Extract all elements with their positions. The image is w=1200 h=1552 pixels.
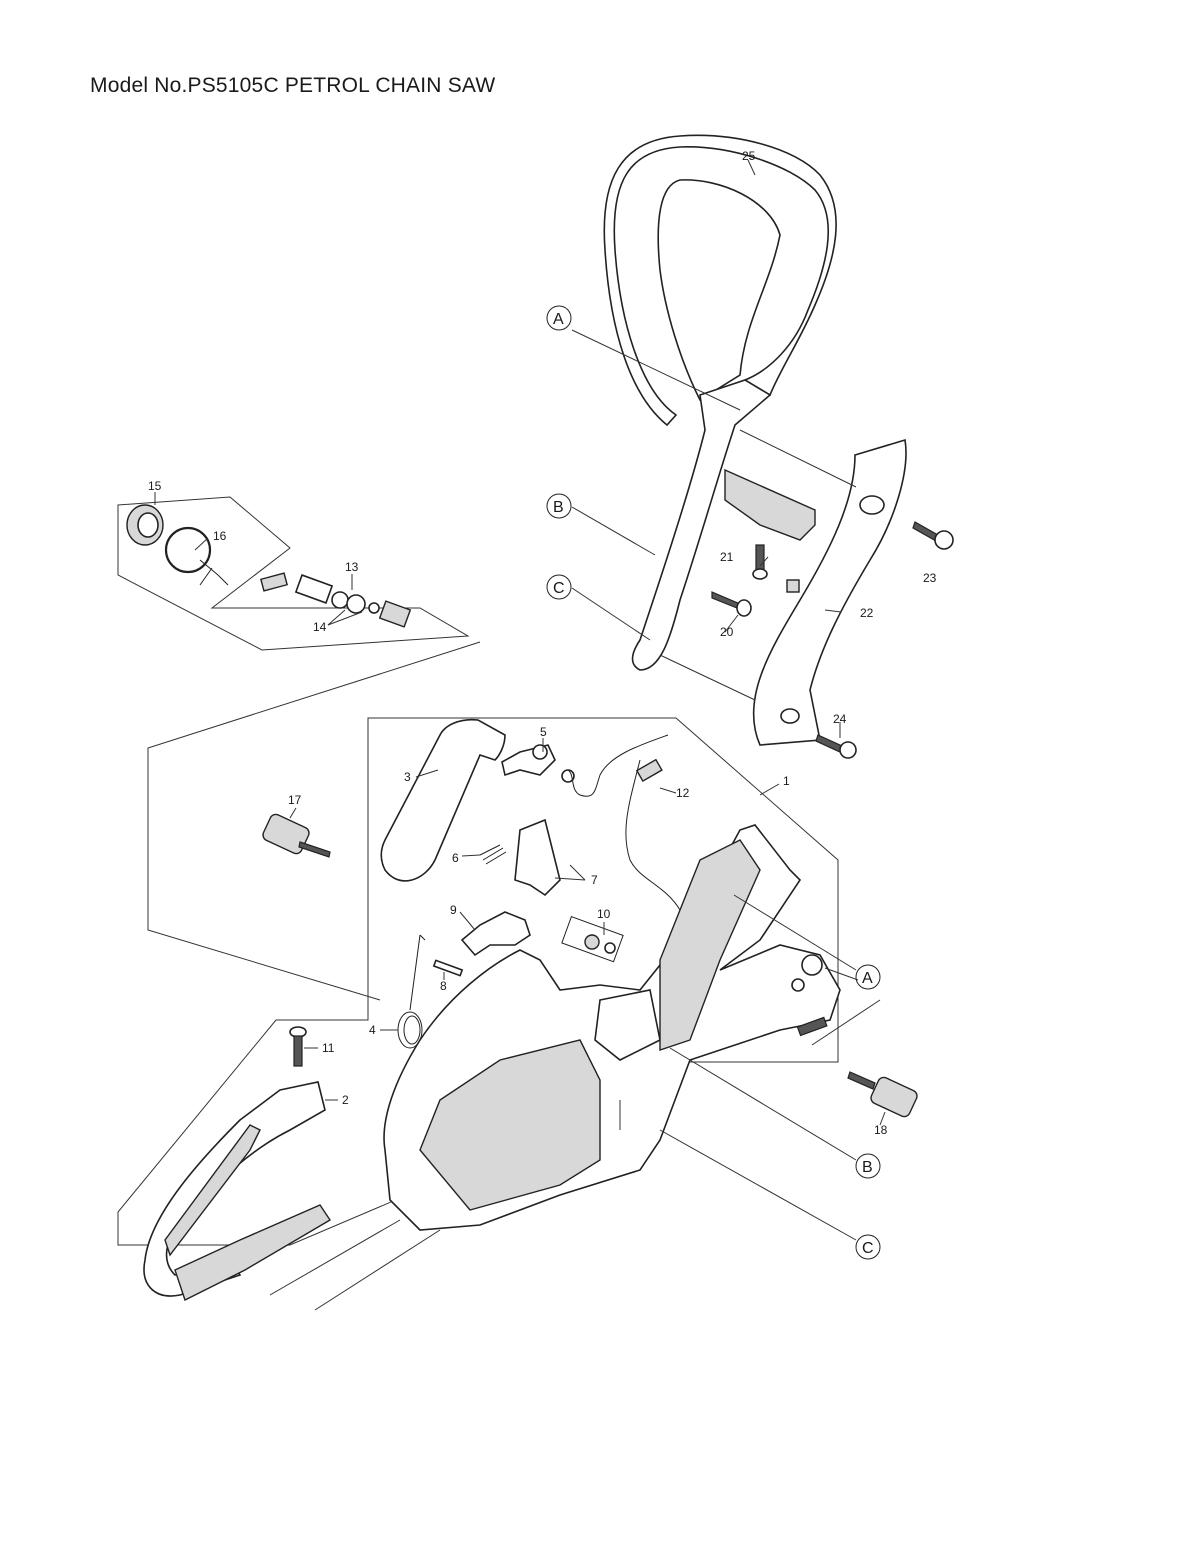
throttle-lever [501, 744, 575, 783]
ref-circles [546, 305, 881, 1260]
ref-label-c-top: C [553, 580, 565, 597]
part-label-20: 20 [720, 625, 734, 639]
page-title: Model No.PS5105C PETROL CHAIN SAW [90, 74, 496, 97]
leader-lines [154, 159, 886, 1311]
handle-guard-plate [752, 438, 907, 746]
oil-pump-13 [259, 572, 349, 609]
ref-label-b-bottom: B [862, 1159, 873, 1176]
screw-11 [289, 1026, 307, 1067]
screw-24 [815, 734, 857, 759]
screw-23 [912, 521, 954, 550]
part-label-8: 8 [440, 979, 447, 993]
oil-cap-inset-frame [117, 496, 470, 651]
part-label-4: 4 [369, 1023, 376, 1037]
av-spring-17 [262, 813, 331, 858]
spring-6 [479, 844, 507, 865]
part-label-22: 22 [860, 606, 874, 620]
inset-connector-line [147, 641, 481, 1001]
ref-label-a-bottom: A [862, 970, 873, 987]
part-label-23: 23 [923, 571, 937, 585]
switch-set-10 [561, 915, 624, 963]
oil-cap-15 [126, 504, 164, 546]
part-label-5: 5 [540, 725, 547, 739]
part-label-25: 25 [742, 149, 756, 163]
part-label-15: 15 [148, 479, 162, 493]
part-label-6: 6 [452, 851, 459, 865]
part-label-18: 18 [874, 1123, 888, 1137]
lever-7 [514, 818, 561, 897]
part-label-9: 9 [450, 903, 457, 917]
part-label-14: 14 [313, 620, 327, 634]
lower-handle-2 [143, 1081, 331, 1301]
trigger-9 [460, 911, 531, 957]
part-label-11: 11 [322, 1041, 335, 1055]
torsion-spring-4 [397, 934, 426, 1049]
part-label-10: 10 [597, 907, 611, 921]
handle-bracket [724, 468, 816, 541]
ref-label-c-bottom: C [862, 1240, 874, 1257]
part-label-1: 1 [783, 774, 790, 788]
main-housing [383, 824, 841, 1231]
part-label-17: 17 [288, 793, 302, 807]
part-label-21: 21 [720, 550, 734, 564]
part-label-3: 3 [404, 770, 411, 784]
screw-20 [711, 591, 752, 617]
part-label-2: 2 [342, 1093, 349, 1107]
front-handle-bar [603, 134, 837, 671]
part-label-13: 13 [345, 560, 359, 574]
ref-label-a-top: A [553, 311, 564, 328]
part-label-12: 12 [676, 786, 690, 800]
cap-strap [199, 559, 229, 586]
part-label-16: 16 [213, 529, 227, 543]
screw-21 [752, 544, 768, 580]
o-ring-16 [164, 526, 212, 574]
part-label-24: 24 [833, 712, 847, 726]
oil-pump-parts-14 [346, 594, 412, 628]
pin-8 [432, 959, 464, 977]
stop-wire [567, 734, 689, 953]
ref-label-b-top: B [553, 499, 564, 516]
rear-handle-cover [380, 718, 506, 882]
part-label-7: 7 [591, 873, 598, 887]
av-spring-18 [847, 1071, 918, 1118]
